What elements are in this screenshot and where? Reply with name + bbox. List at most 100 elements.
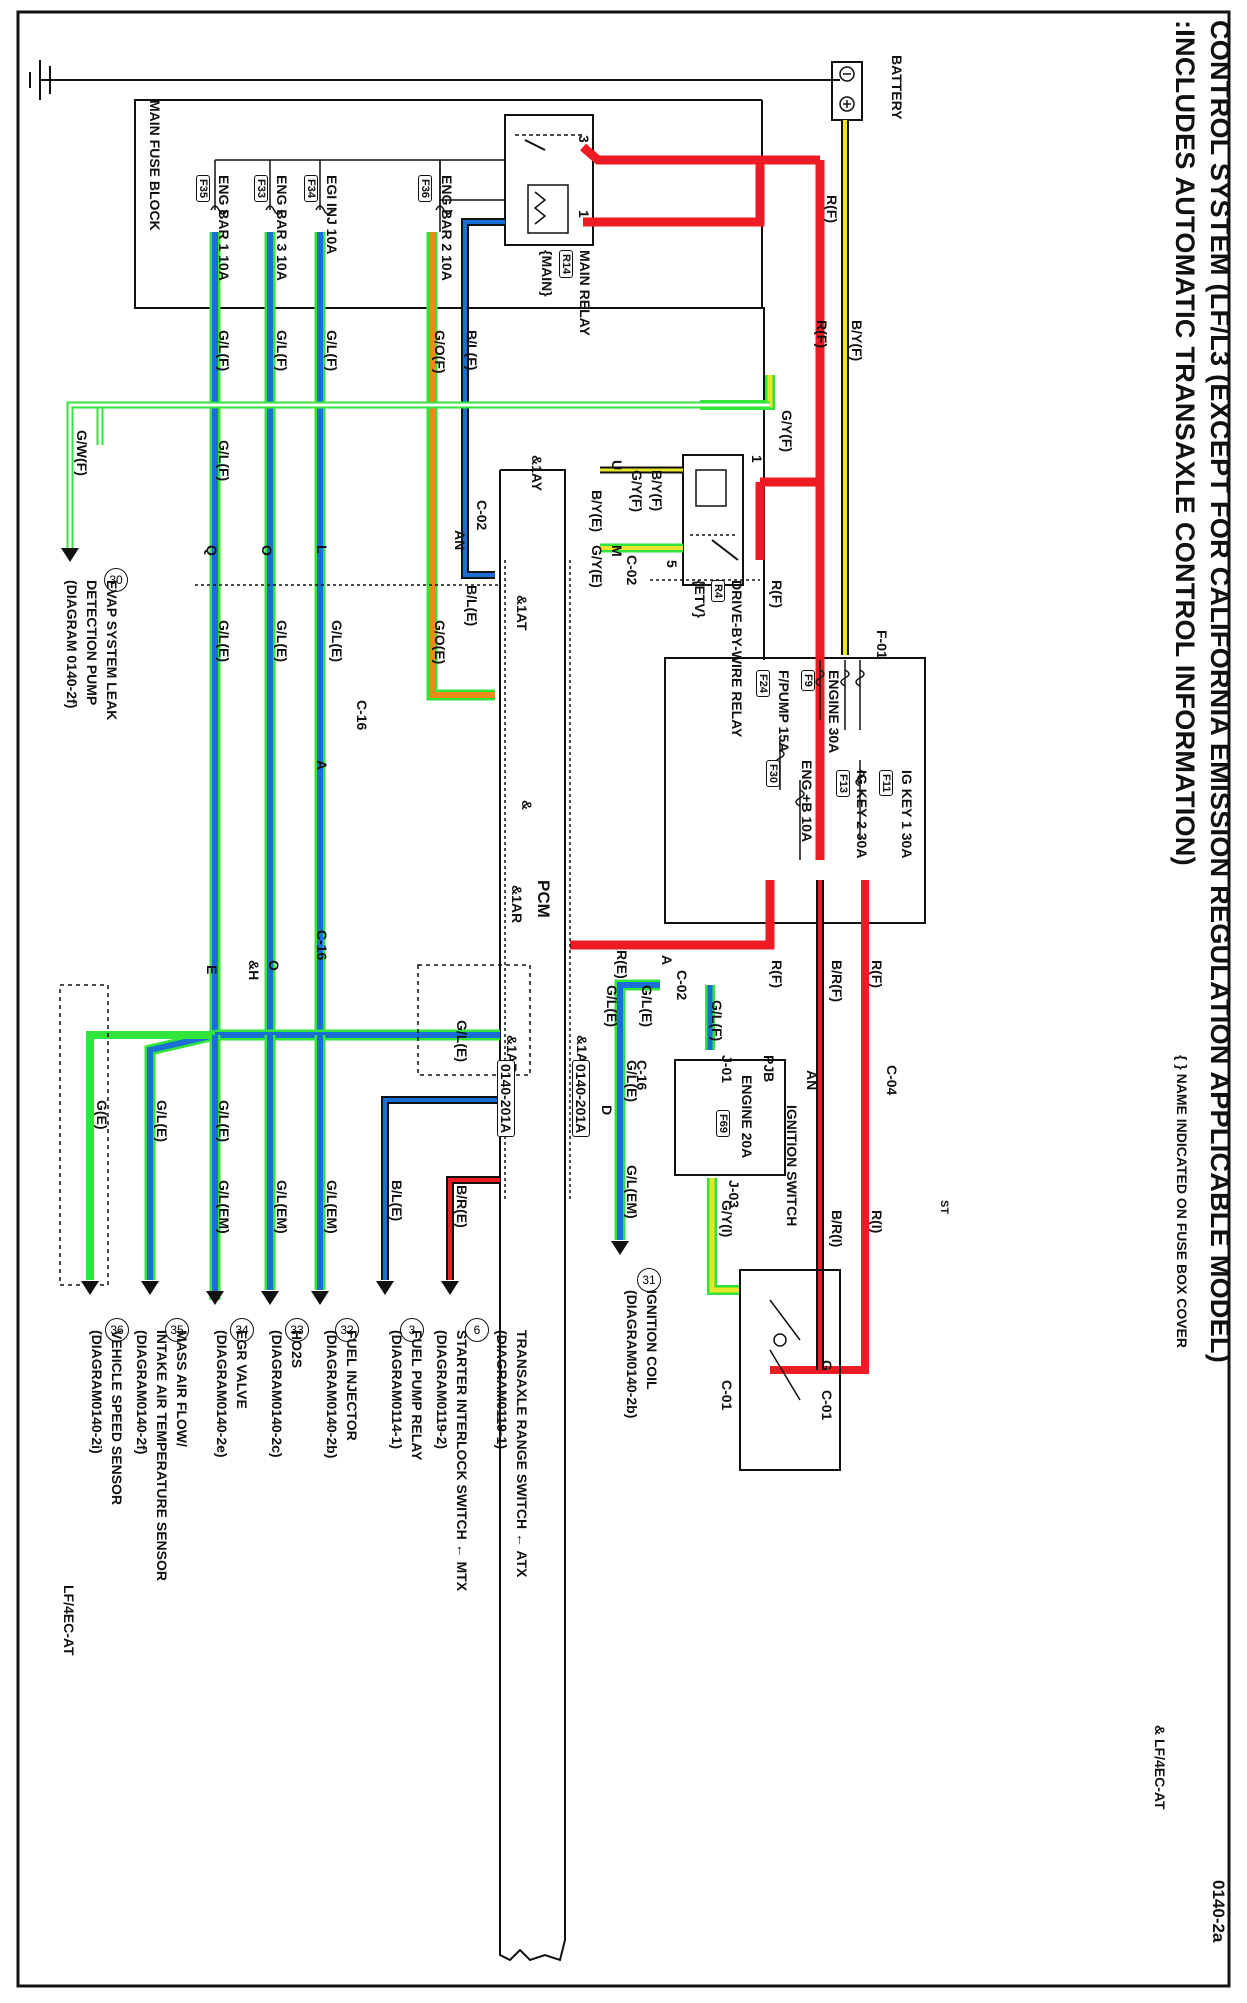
label-fuses-egi_inj_code: F34 xyxy=(304,175,318,202)
label-destinations-6-line2: (DIAGRAM0140-2i) xyxy=(89,1330,105,1454)
label-fuses-ig_key1: IG KEY 1 30A xyxy=(899,770,915,859)
vss-arrow xyxy=(81,1281,99,1295)
ho2s-arrow xyxy=(261,1291,279,1305)
label-fuses-fpump: F/PUMP 15A xyxy=(776,670,792,753)
wire-gy-i xyxy=(709,1178,740,1293)
label-wires-g_l_e: G/L(E) xyxy=(329,620,345,662)
label-wires-r_i: R(I) xyxy=(869,1210,885,1234)
label-connectors-an: AN xyxy=(452,530,468,551)
label-connectors-c01: C-01 xyxy=(819,1390,835,1421)
frame xyxy=(16,10,1231,1988)
label-wires-g_l_f: G/L(F) xyxy=(274,330,290,372)
label-wires-g_l_em: G/L(EM) xyxy=(624,1165,640,1219)
label-wires-b_r_e: B/R(E) xyxy=(454,1185,470,1228)
destination-marker: 6 xyxy=(465,1318,489,1342)
label-wires-b_r_i: B/R(I) xyxy=(829,1210,845,1248)
label-fuses-engine30_code: F9 xyxy=(801,670,815,691)
label-connectors-c16: C-16 xyxy=(634,1060,650,1091)
maf-arrow xyxy=(141,1281,159,1295)
label-wires-r_f: R(F) xyxy=(869,960,885,988)
label-wires-g_l_e: G/L(E) xyxy=(604,985,620,1027)
label-destinations-2-line1: FUEL INJECTOR xyxy=(344,1330,360,1441)
wire-br-e-start xyxy=(448,1178,500,1280)
label-wires-g_l_f: G/L(F) xyxy=(324,330,340,372)
wire-r-f-relay-pin1 xyxy=(583,160,765,227)
label-destinations-0-line3: (DIAGRAM 0140-2f) xyxy=(64,580,80,709)
label-wires-g_l_em: G/L(EM) xyxy=(274,1180,290,1234)
label-wires-b_l_f: B/L(F) xyxy=(464,330,480,371)
label-connectors-amp1ar: &1AR xyxy=(509,885,525,924)
label-fuses-engb_code: F30 xyxy=(766,760,780,787)
label-destinations-6-line1: VEHICLE SPEED SENSOR xyxy=(109,1330,125,1506)
label-connectors-g: G xyxy=(819,1360,835,1371)
title-header-title_line1: CONTROL SYSTEM (LF/L3 (EXCEPT FOR CALIFO… xyxy=(1205,20,1235,1364)
label-connectors-a: A xyxy=(314,760,330,771)
label-header-note2: & LF/4EC-AT xyxy=(1152,1725,1168,1810)
label-wires-g_y_f: G/Y(F) xyxy=(629,470,645,512)
start-arrow xyxy=(441,1281,459,1295)
label-components-dbw_relay_code: R4 xyxy=(711,580,725,603)
label-components-pcm: PCM xyxy=(534,880,553,918)
ignition-switch xyxy=(739,1269,841,1471)
label-wires-g_l_f: G/L(F) xyxy=(216,330,232,372)
label-connectors-u: U xyxy=(609,460,625,471)
destination-marker: 32 xyxy=(335,1318,359,1342)
label-components-battery: BATTERY xyxy=(889,55,905,120)
label-components-ignition_switch: IGNITION SWITCH xyxy=(784,1105,800,1227)
label-fuses-eng_bar2: ENG BAR 2 10A xyxy=(439,175,455,281)
label-wires-g_l_e: G/L(E) xyxy=(154,1100,170,1142)
pjb-box xyxy=(674,1059,786,1176)
label-destinations-5-line3: (DIAGRAM0140-2f) xyxy=(134,1330,150,1455)
label-connectors-c01: C-01 xyxy=(719,1380,735,1411)
label-fuses-engine20: ENGINE 20A xyxy=(739,1075,755,1159)
label-destinations-2-line2: (DIAGRAM0140-2b) xyxy=(324,1330,340,1459)
label-fuses-ig_key1_code: F11 xyxy=(879,770,893,797)
label-connectors-q: Q xyxy=(204,545,220,556)
label-wires-g_l_em: G/L(EM) xyxy=(324,1180,340,1234)
label-fuses-eng_bar3: ENG BAR 3 10A xyxy=(274,175,290,281)
label-wires-r_f: R(F) xyxy=(814,320,830,348)
label-connectors-j03: J-03 xyxy=(726,1180,742,1209)
label-connectors-d: D xyxy=(599,1105,615,1116)
label-connectors-c02: C-02 xyxy=(624,555,640,586)
wire-gw-f xyxy=(68,403,105,548)
label-destinations-7-line1: FUEL PUMP RELAY xyxy=(409,1330,425,1461)
wire-r-ignition xyxy=(770,880,869,1374)
label-destinations-5-line2: INTAKE AIR TEMPERATURE SENSOR xyxy=(154,1330,170,1581)
label-wires-r_f: R(F) xyxy=(769,580,785,608)
label-wires-g_l_e: G/L(E) xyxy=(274,620,290,662)
label-fuses-engb: ENG +B 10A xyxy=(799,760,815,843)
label-fuses-eng_bar2_code: F36 xyxy=(418,175,432,202)
label-wires-r_e: R(E) xyxy=(614,950,630,979)
label-components-lf4ec: LF/4EC-AT xyxy=(61,1585,77,1656)
label-wires-g_e: G(E) xyxy=(94,1100,110,1130)
destination-marker: 34 xyxy=(230,1318,254,1342)
wire-gl-ign-coil xyxy=(617,982,660,1240)
label-wires-g_l_f: G/L(F) xyxy=(709,1000,725,1042)
label-header-page_code: 0140-2a xyxy=(1209,1880,1228,1943)
wire-bl-e-fpr xyxy=(383,1098,500,1280)
destination-marker: 31 xyxy=(637,1268,661,1292)
label-wires-b_r_f: B/R(F) xyxy=(829,960,845,1002)
dbw-relay xyxy=(682,454,744,586)
wire-gl-maf xyxy=(147,1032,216,1280)
label-connectors-pin1: 1 xyxy=(576,210,592,218)
label-connectors-c02: C-02 xyxy=(674,970,690,1001)
label-connectors-c04: C-04 xyxy=(884,1065,900,1096)
fpr-arrow xyxy=(376,1281,394,1295)
label-wires-g_l_f: G/L(F) xyxy=(216,440,232,482)
label-connectors-m: M xyxy=(609,545,625,557)
label-wires-g_y_f: G/Y(F) xyxy=(779,410,795,452)
destination-marker: 33 xyxy=(285,1318,309,1342)
label-connectors-o: O xyxy=(259,545,275,556)
wire-r-e-pcm xyxy=(570,880,775,950)
label-wires-g_y_e: G/Y(E) xyxy=(589,545,605,588)
label-wires-g_w_f: G/W(F) xyxy=(74,430,90,476)
pcm-outline xyxy=(499,469,566,1962)
label-wires-b_l_e: B/L(E) xyxy=(389,1180,405,1222)
fuse-box-f01 xyxy=(664,657,926,924)
label-connectors-ref2: 0140-201A xyxy=(572,1060,590,1138)
inj-arrow xyxy=(311,1291,329,1305)
label-fuses-ig_key2: IG KEY 2 30A xyxy=(854,770,870,859)
